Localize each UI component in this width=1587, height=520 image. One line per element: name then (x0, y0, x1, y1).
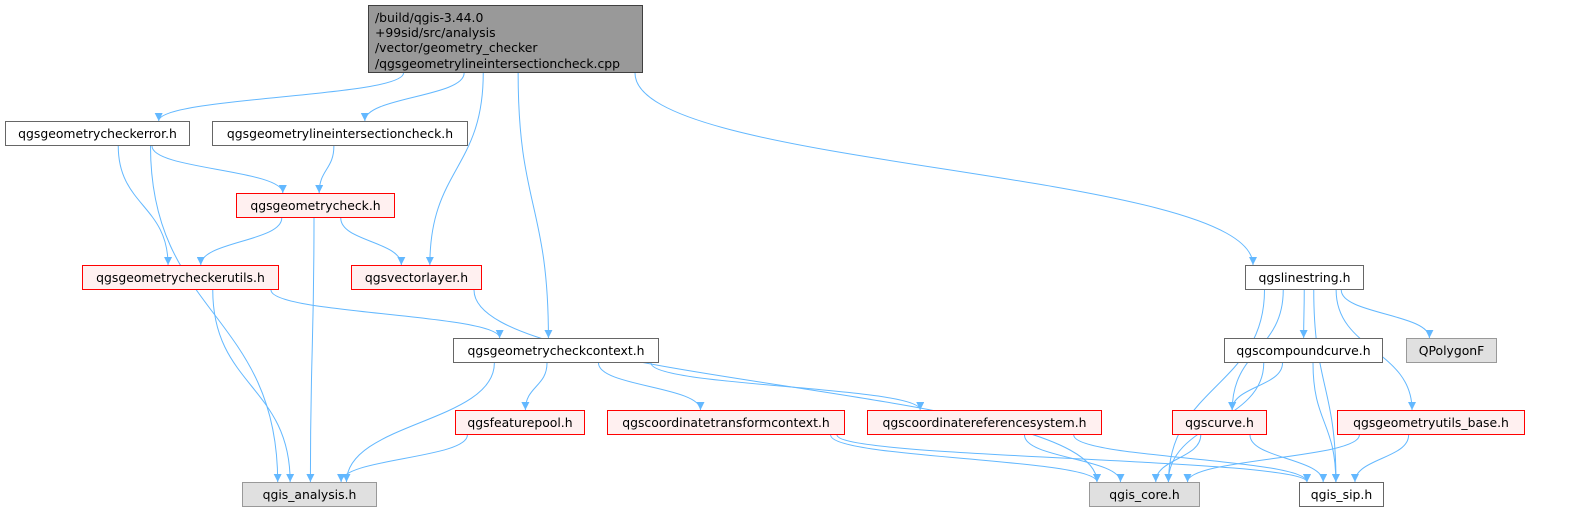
edge-utilsbase-to-core (1183, 434, 1360, 483)
node-label: qgis_analysis.h (262, 487, 357, 502)
node-linestring[interactable]: qgslinestring.h (1245, 265, 1364, 290)
node-analysis[interactable]: qgis_analysis.h (242, 482, 377, 507)
node-label: qgscompoundcurve.h (1236, 343, 1371, 358)
edge-linestring-to-core (1164, 289, 1265, 483)
node-label: qgsgeometrycheckerutils.h (96, 270, 265, 285)
node-label: qgslinestring.h (1258, 270, 1351, 285)
edge-geomcheck-to-checkerutils (196, 217, 283, 266)
node-label: QPolygonF (1418, 343, 1485, 358)
node-featurepool[interactable]: qgsfeaturepool.h (455, 410, 585, 435)
node-label: qgsgeometryutils_base.h (1353, 415, 1509, 430)
edge-curve-to-core (1151, 434, 1202, 483)
node-label: qgsvectorlayer.h (364, 270, 469, 285)
node-vectorlayer[interactable]: qgsvectorlayer.h (351, 265, 482, 290)
node-checkerutils[interactable]: qgsgeometrycheckerutils.h (82, 265, 279, 290)
edge-root-to-linestring (634, 72, 1257, 266)
edge-linestring-to-compoundcurve (1299, 289, 1308, 339)
edge-checkerror-to-checkerutils (117, 145, 173, 266)
edge-checkcontext-to-coordtransform (598, 362, 705, 411)
node-crs[interactable]: qgscoordinatereferencesystem.h (867, 410, 1102, 435)
root-path-line-2: +99sid/src/analysis (375, 25, 496, 41)
node-label: qgscoordinatereferencesystem.h (882, 415, 1087, 430)
node-label: qgsgeometrylineintersectioncheck.h (226, 126, 454, 141)
edge-root-to-vectorlayer (425, 72, 484, 266)
edge-root-to-checkerror (154, 72, 404, 122)
node-utilsbase[interactable]: qgsgeometryutils_base.h (1337, 410, 1525, 435)
edge-lineintcheck-to-geomcheck (315, 145, 335, 194)
edge-linestring-to-sip (1313, 289, 1340, 483)
edge-checkerutils-to-checkcontext (270, 289, 504, 339)
node-core[interactable]: qgis_core.h (1089, 482, 1200, 507)
node-label: qgsgeometrycheckerror.h (18, 126, 177, 141)
node-root[interactable]: /build/qgis-3.44.0 +99sid/src/analysis /… (368, 5, 643, 73)
node-checkcontext[interactable]: qgsgeometrycheckcontext.h (453, 338, 659, 363)
node-label: qgsgeometrycheck.h (250, 198, 381, 213)
edge-utilsbase-to-sip (1350, 434, 1410, 483)
node-qpolygonf[interactable]: QPolygonF (1406, 338, 1497, 363)
node-label: qgsgeometrycheckcontext.h (467, 343, 645, 358)
node-sip[interactable]: qgis_sip.h (1299, 482, 1384, 507)
edge-geomcheck-to-analysis (306, 217, 315, 483)
edge-crs-to-core (1024, 434, 1125, 483)
edge-featurepool-to-analysis (337, 434, 468, 483)
node-compoundcurve[interactable]: qgscompoundcurve.h (1224, 338, 1383, 363)
edge-compoundcurve-to-sip (1312, 362, 1340, 483)
root-path-line-4: /qgsgeometrylineintersectioncheck.cpp (375, 55, 621, 71)
node-label: qgis_sip.h (1310, 487, 1373, 502)
node-label: qgscoordinatetransformcontext.h (622, 415, 830, 430)
root-path-line-1: /build/qgis-3.44.0 (375, 10, 484, 25)
root-path-line-3: /vector/geometry_checker (375, 40, 538, 56)
node-label: qgscurve.h (1185, 415, 1254, 430)
edge-crs-to-sip (1073, 434, 1311, 483)
edge-checkerutils-to-analysis (212, 289, 295, 483)
node-lineintcheck[interactable]: qgsgeometrylineintersectioncheck.h (212, 121, 468, 146)
node-label: qgis_core.h (1109, 487, 1180, 502)
node-label: qgsfeaturepool.h (467, 415, 573, 430)
edge-curve-to-sip (1249, 434, 1328, 483)
edge-geomcheck-to-vectorlayer (340, 217, 406, 266)
edge-checkcontext-to-crs (650, 362, 925, 411)
edge-root-to-lineintcheck (360, 72, 465, 122)
edge-root-to-checkcontext (517, 72, 553, 339)
edge-checkcontext-to-analysis (342, 362, 495, 483)
node-curve[interactable]: qgscurve.h (1172, 410, 1267, 435)
edge-coordtransform-to-core (830, 434, 1101, 483)
node-checkerror[interactable]: qgsgeometrycheckerror.h (5, 121, 190, 146)
edge-checkerror-to-geomcheck (151, 145, 287, 194)
node-coordtransform[interactable]: qgscoordinatetransformcontext.h (607, 410, 845, 435)
node-geomcheck[interactable]: qgsgeometrycheck.h (236, 193, 395, 218)
edge-linestring-to-qpolygonf (1340, 289, 1434, 339)
edge-checkcontext-to-featurepool (521, 362, 548, 411)
